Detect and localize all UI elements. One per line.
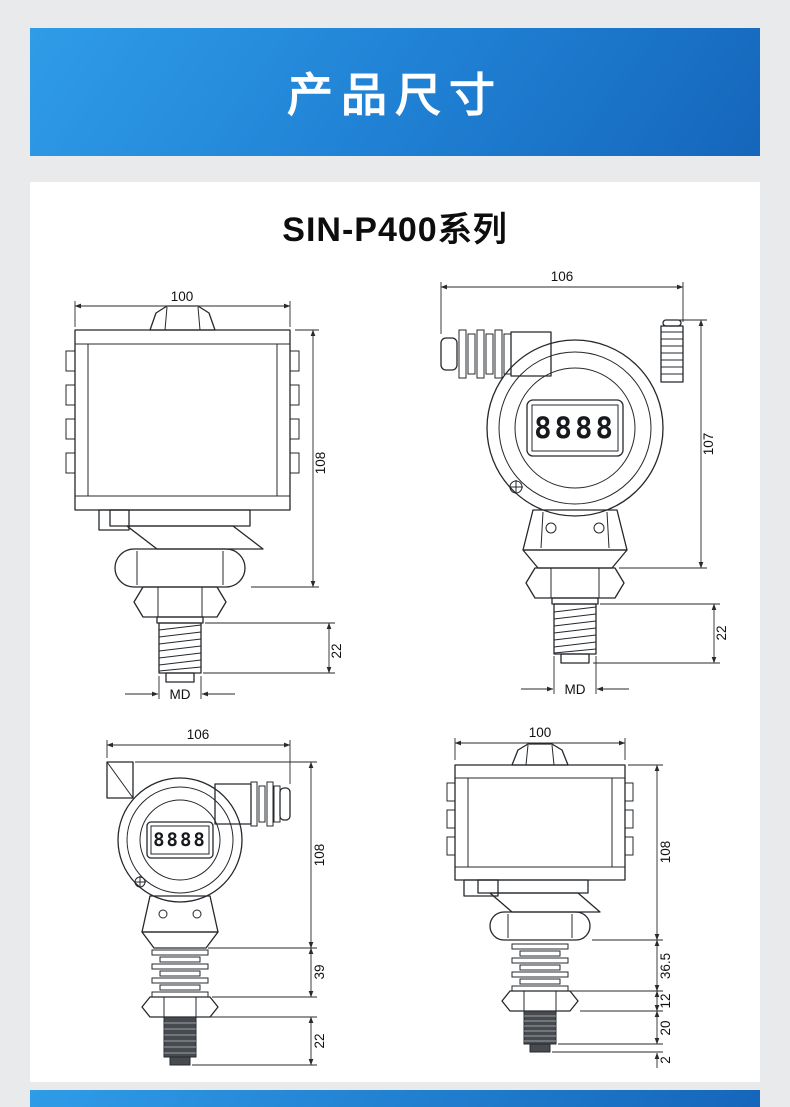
dim-width-label: 100	[171, 289, 194, 304]
display-window: 8888	[526, 399, 624, 457]
dimension-lines	[74, 301, 335, 699]
dim-tip-length-label: 2	[658, 1056, 673, 1064]
dim-width-label: 100	[529, 726, 552, 740]
drawing-front-view-bottom-left: 8888	[106, 727, 327, 1066]
housing-bezel	[117, 777, 243, 903]
dim-thread-length-label: 22	[714, 625, 729, 640]
housing-body	[65, 305, 300, 511]
display-window: 8888	[146, 821, 214, 859]
section-header-banner: 产品尺寸	[30, 28, 760, 156]
hex-nut-and-thread	[501, 990, 579, 1053]
dim-height-label: 108	[312, 844, 327, 867]
housing-bezel	[486, 339, 664, 517]
dim-thread-size-label: MD	[565, 682, 586, 697]
thread	[158, 622, 202, 683]
vent-plug	[660, 319, 684, 383]
process-connection	[98, 509, 264, 624]
hex-nut-and-thread	[141, 996, 219, 1066]
display-digits: 8888	[534, 411, 616, 445]
bezel-screw	[134, 876, 146, 888]
dim-height-label: 108	[313, 452, 328, 475]
dim-nut-length-label: 12	[658, 993, 673, 1008]
dim-thread-length-label: 22	[312, 1033, 327, 1048]
dim-thread-length-label: 22	[329, 643, 344, 658]
process-connection	[463, 879, 601, 941]
thread	[553, 603, 597, 664]
mounting-bracket	[106, 761, 134, 799]
bezel-screw	[509, 480, 523, 494]
cooling-fins	[511, 943, 569, 992]
dimension-lines	[106, 740, 317, 1066]
dim-fins-length-label: 36.5	[658, 953, 673, 979]
dim-fins-length-label: 39	[312, 964, 327, 979]
dim-width-label: 106	[187, 727, 210, 742]
next-section-banner	[30, 1090, 760, 1107]
series-title: SIN-P400系列	[282, 211, 508, 249]
dim-thread-size-label: MD	[170, 687, 191, 702]
dimension-lines	[454, 738, 663, 1068]
housing-body	[446, 743, 634, 881]
dim-width-label: 106	[551, 269, 574, 284]
drawing-front-view-top-right: 8888	[440, 269, 729, 697]
content-card: SIN-P400系列	[30, 182, 760, 1082]
dimension-lines	[440, 282, 720, 694]
neck-and-connection	[522, 509, 628, 605]
banner-title: 产品尺寸	[287, 69, 503, 121]
dim-height-label: 107	[701, 433, 716, 456]
drawing-side-view-top-left: 100 108 22 MD	[65, 289, 344, 702]
neck-and-connection	[141, 895, 219, 949]
drawing-side-view-bottom-right: 100 108 36.5 12 20 2	[446, 726, 673, 1068]
cooling-fins	[151, 949, 209, 998]
display-digits: 8888	[153, 829, 207, 851]
dim-thread-length-label: 20	[658, 1020, 673, 1035]
dim-height-label: 108	[658, 841, 673, 864]
cable-gland	[214, 781, 291, 827]
cable-gland	[440, 329, 552, 379]
